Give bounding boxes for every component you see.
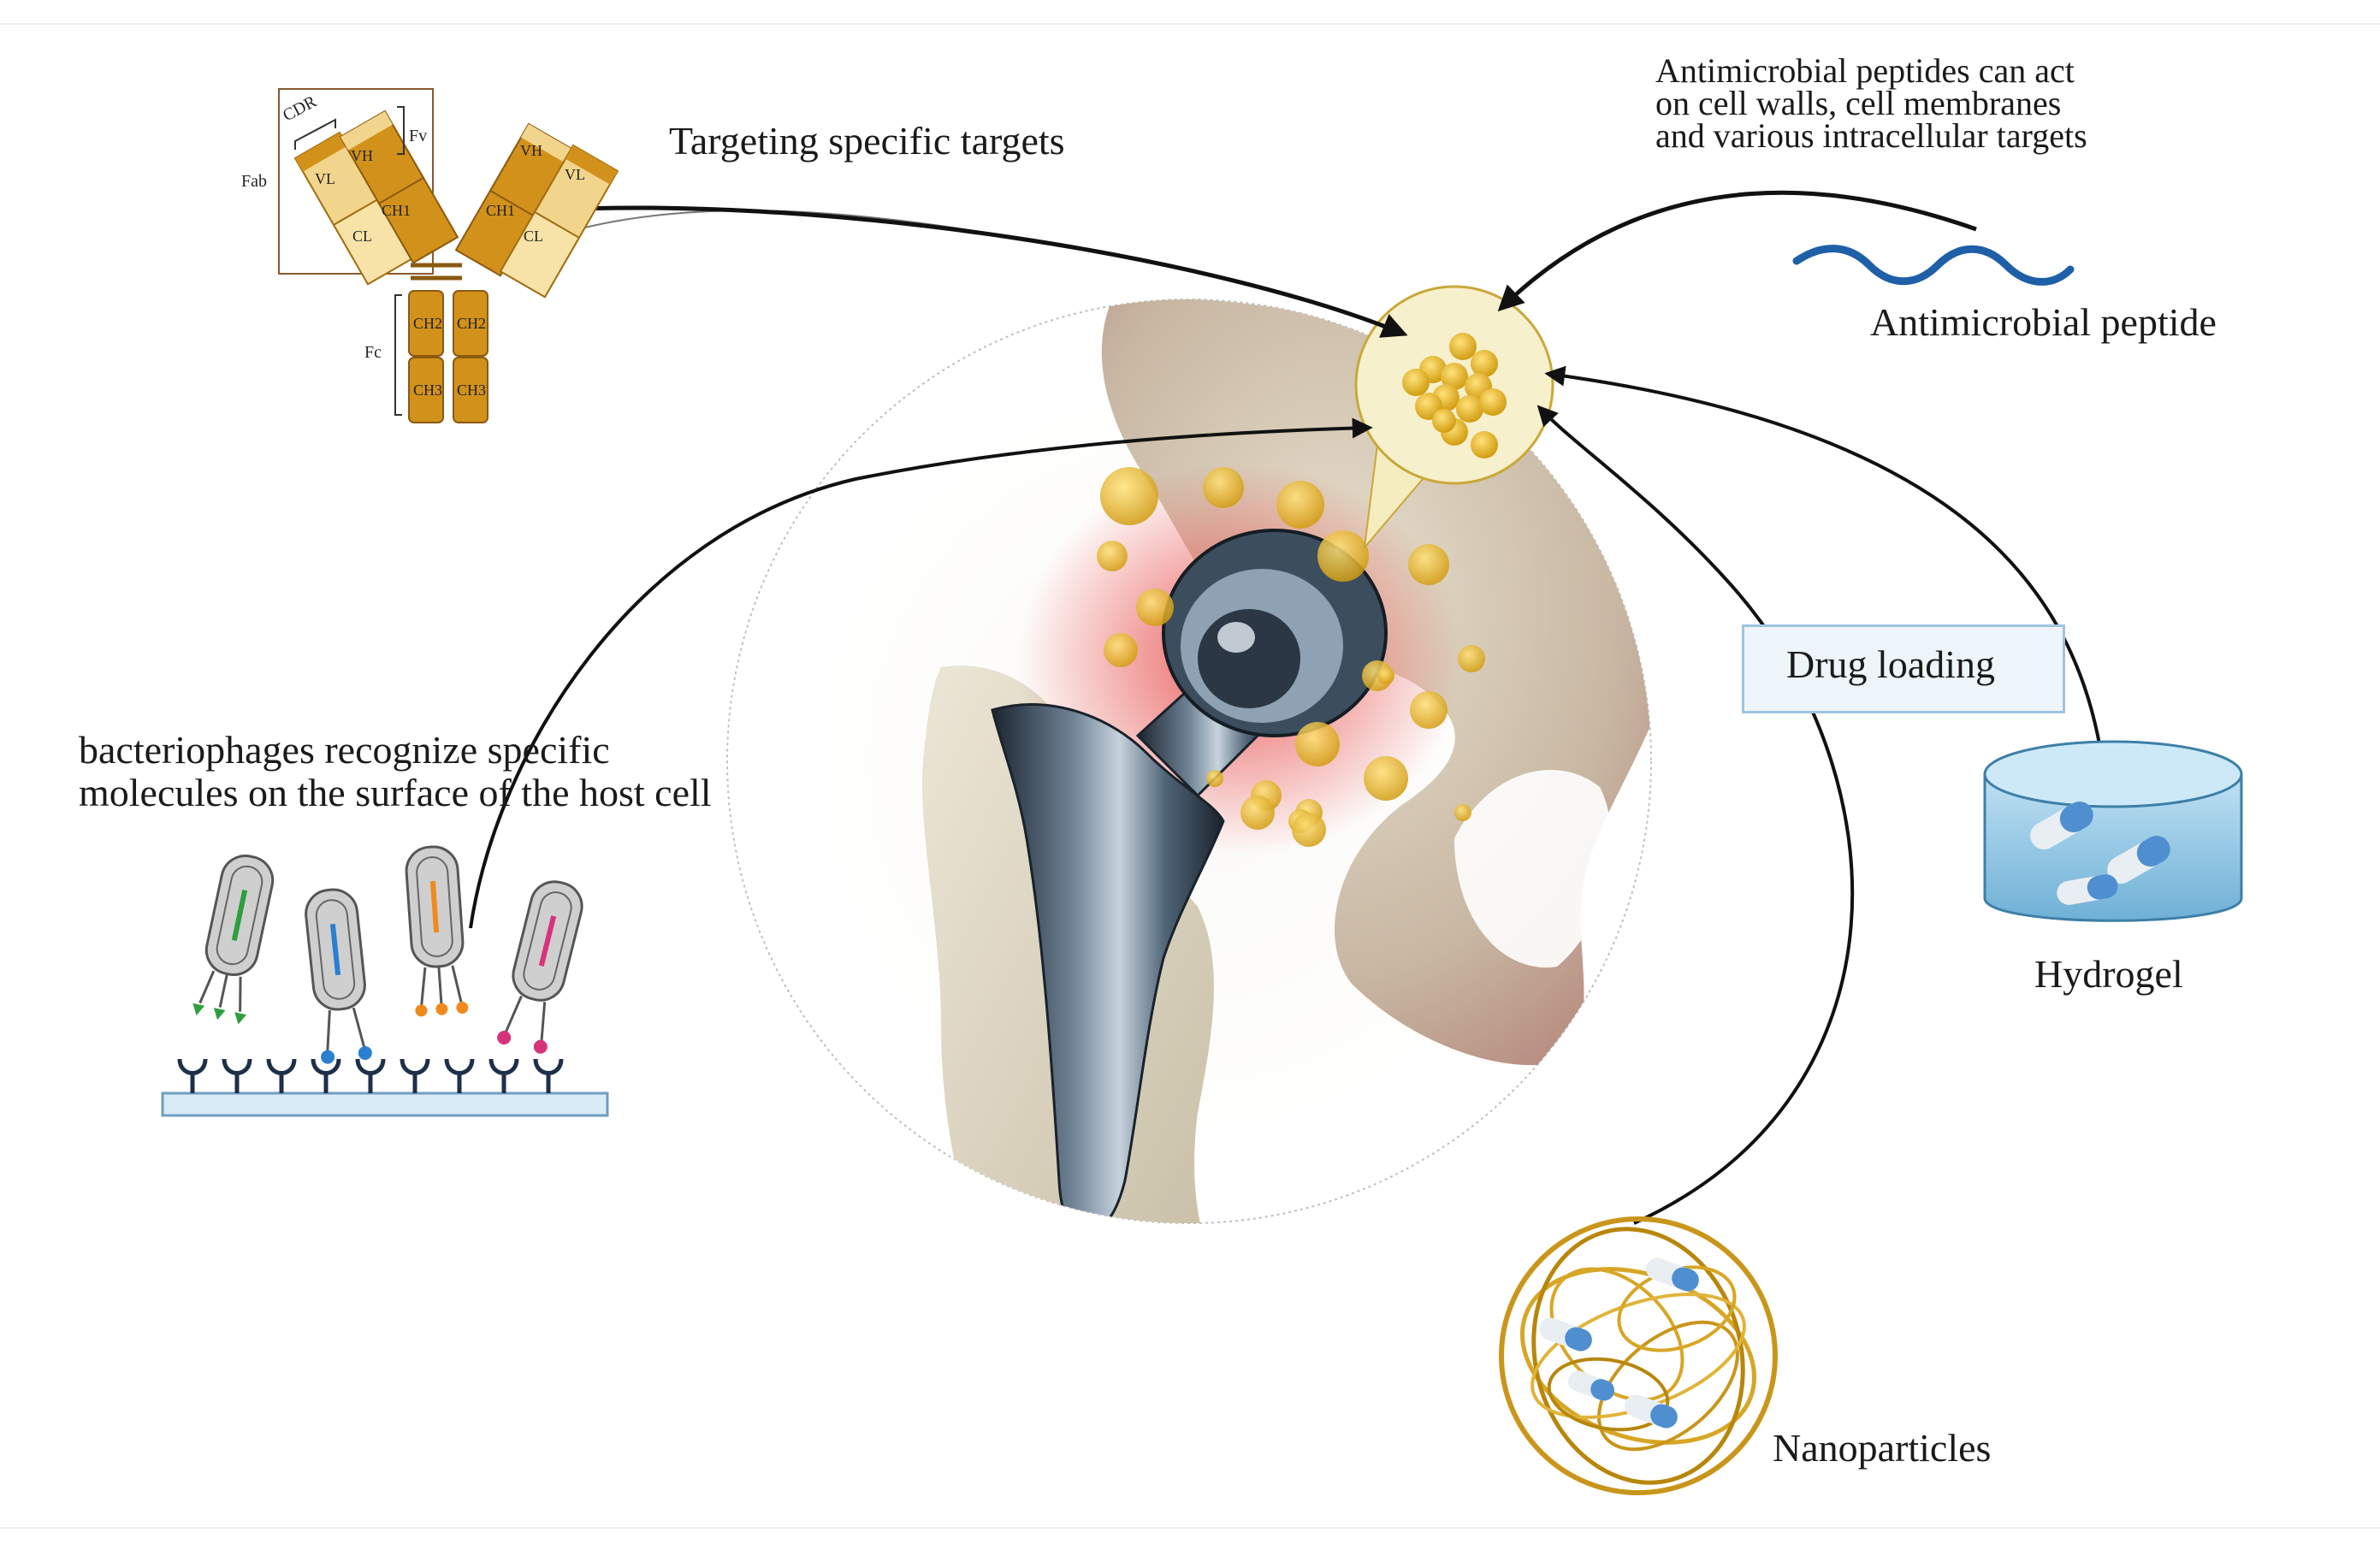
label-antimicrobial-peptide: Antimicrobial peptide (1870, 300, 2217, 344)
label-ch1-right: CH1 (486, 202, 515, 219)
label-targeting: Targeting specific targets (669, 119, 1065, 163)
label-vl-right: VL (565, 166, 585, 183)
label-fab: Fab (241, 172, 267, 191)
antibody-diagram: CDR Fv Fab Fc VL VH CH1 CL VH VL CH1 CL … (241, 88, 619, 423)
bacteria-cluster (1402, 333, 1507, 459)
label-vl-left: VL (315, 170, 335, 187)
amp-arrow (1497, 190, 1977, 312)
label-ch3-right: CH3 (457, 382, 486, 399)
phage-line-2: molecules on the surface of the host cel… (79, 771, 712, 814)
peptide-wave-icon (1792, 245, 2075, 286)
label-ch2-left: CH2 (413, 315, 442, 332)
label-hydrogel: Hydrogel (2034, 952, 2183, 996)
label-fv: Fv (409, 127, 427, 145)
label-drug-loading: Drug loading (1786, 642, 1996, 686)
phage-line-1: bacteriophages recognize specific (79, 728, 610, 772)
label-ch3-left: CH3 (413, 382, 442, 399)
targeting-arrow (555, 205, 1408, 338)
hydrogel-arrow (1544, 365, 2102, 749)
label-ch2-right: CH2 (457, 315, 486, 332)
hip-implant-illustration (726, 299, 1652, 1224)
host-cell-surface (161, 1092, 609, 1117)
label-cdr: CDR (280, 92, 320, 125)
label-phage: bacteriophages recognize specific molecu… (79, 729, 712, 814)
amp-action-line-1: Antimicrobial peptides can act (1655, 51, 2075, 90)
drug-loading-box (1742, 624, 2065, 713)
label-vh-left: VH (351, 147, 373, 164)
amp-action-line-3: and various intracellular targets (1655, 116, 2087, 155)
label-cl-right: CL (524, 228, 543, 245)
amp-action-line-2: on cell walls, cell membranes (1655, 84, 2062, 122)
bacteriophage-diagram (161, 845, 609, 1117)
bacteria-particles (1097, 467, 1485, 847)
label-nanoparticles: Nanoparticles (1773, 1426, 1992, 1470)
hydrogel-icon (1983, 740, 2243, 922)
label-fc: Fc (364, 343, 382, 362)
implant-stem (991, 703, 1225, 1223)
nanoparticle-icon (1499, 1216, 1778, 1495)
label-vh-right: VH (520, 142, 542, 159)
label-amp-action: Antimicrobial peptides can act on cell w… (1655, 51, 2087, 155)
label-ch1-left: CH1 (382, 202, 411, 219)
phage-arrow (469, 417, 1373, 929)
surface-receptors (177, 1058, 564, 1093)
label-cl-left: CL (352, 228, 372, 245)
